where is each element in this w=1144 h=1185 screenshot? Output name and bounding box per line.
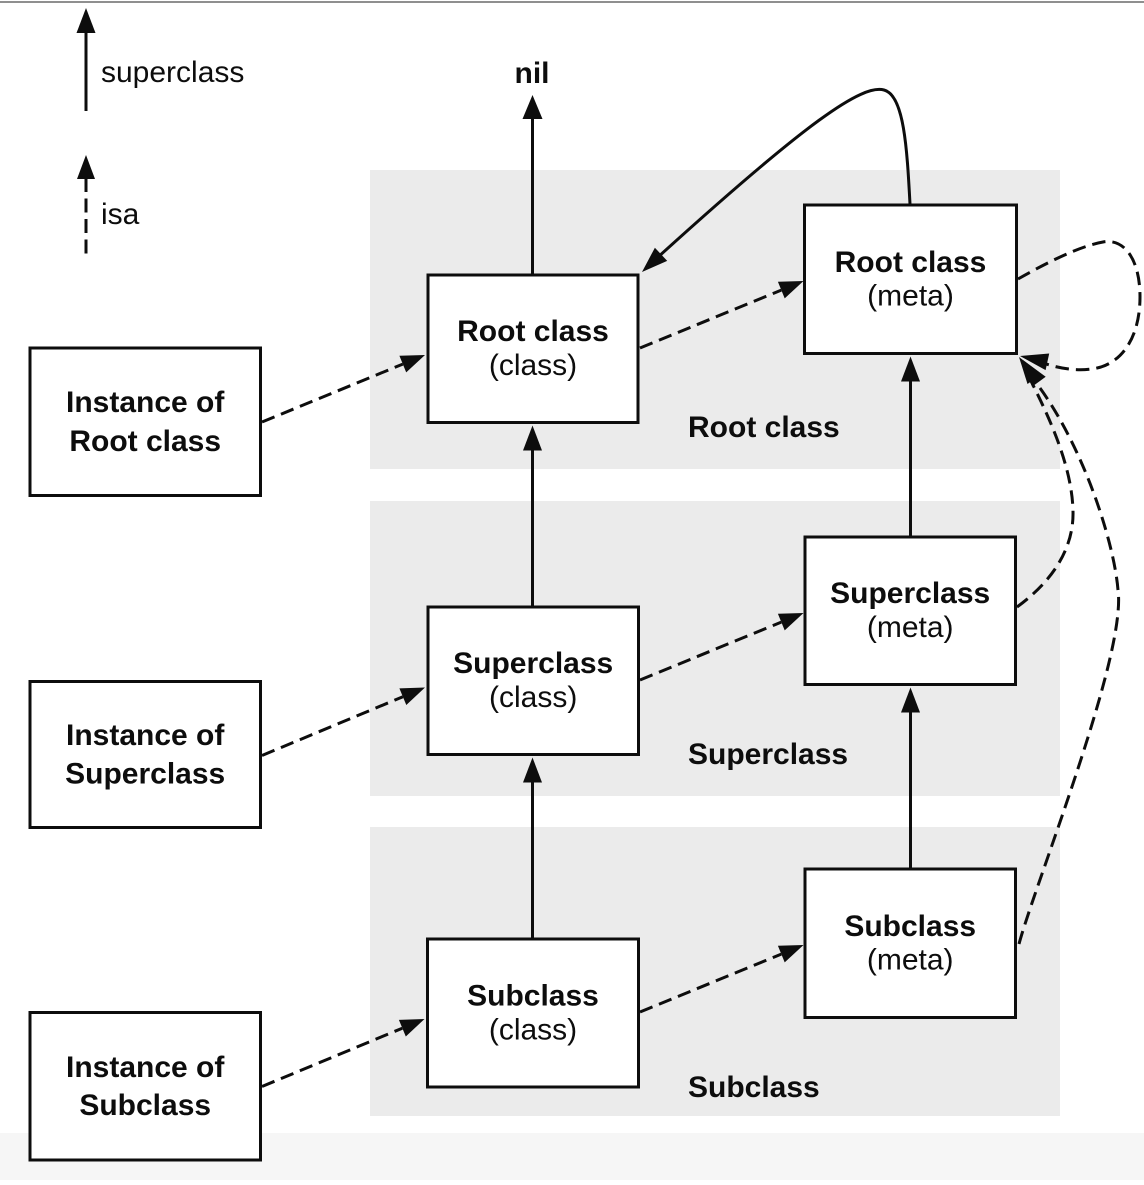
svg-text:(class): (class) bbox=[489, 681, 577, 714]
svg-text:(meta): (meta) bbox=[867, 611, 954, 644]
svg-text:Subclass: Subclass bbox=[467, 980, 599, 1013]
svg-text:Superclass: Superclass bbox=[65, 758, 225, 791]
svg-text:(meta): (meta) bbox=[867, 944, 954, 977]
svg-text:(class): (class) bbox=[489, 1013, 577, 1046]
svg-text:nil: nil bbox=[515, 57, 550, 90]
svg-text:superclass: superclass bbox=[101, 56, 244, 89]
svg-text:Instance of: Instance of bbox=[66, 719, 225, 752]
svg-text:Superclass: Superclass bbox=[688, 738, 848, 771]
svg-text:Subclass: Subclass bbox=[844, 910, 976, 943]
svg-text:Subclass: Subclass bbox=[79, 1089, 211, 1122]
svg-text:Superclass: Superclass bbox=[830, 577, 990, 610]
svg-text:Instance of: Instance of bbox=[66, 386, 225, 419]
svg-text:Root class: Root class bbox=[835, 246, 987, 279]
svg-text:isa: isa bbox=[101, 198, 140, 231]
svg-text:(class): (class) bbox=[489, 349, 577, 382]
svg-text:Root class: Root class bbox=[688, 411, 840, 444]
svg-text:Superclass: Superclass bbox=[453, 647, 613, 680]
svg-text:(meta): (meta) bbox=[867, 280, 954, 313]
svg-text:Subclass: Subclass bbox=[688, 1071, 820, 1104]
svg-text:Root class: Root class bbox=[457, 315, 609, 348]
svg-text:Instance of: Instance of bbox=[66, 1051, 225, 1084]
svg-text:Root class: Root class bbox=[69, 425, 221, 458]
